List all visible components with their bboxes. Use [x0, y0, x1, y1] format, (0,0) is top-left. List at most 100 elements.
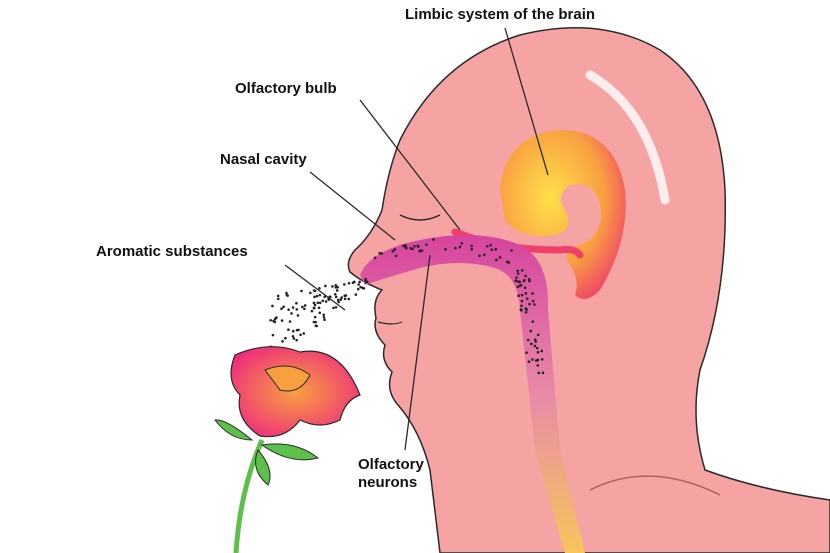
rose-leaf [260, 443, 320, 461]
particle [364, 280, 368, 284]
particle [516, 272, 520, 275]
particle [337, 300, 340, 304]
particle [356, 287, 360, 291]
particle [276, 297, 280, 301]
label-olfactory-bulb: Olfactory bulb [235, 80, 337, 97]
particle [533, 338, 537, 341]
particle [520, 304, 523, 308]
limbic-system [500, 130, 626, 299]
particle [510, 249, 513, 252]
particle [527, 360, 531, 364]
particle [324, 284, 327, 288]
particle [322, 313, 326, 317]
particle [517, 294, 520, 298]
particle [529, 329, 533, 333]
particle [271, 333, 275, 337]
particle [519, 283, 523, 287]
particle [295, 338, 298, 342]
particle [303, 307, 306, 311]
particle [522, 279, 526, 283]
particle [331, 285, 334, 288]
particle [295, 301, 298, 305]
particle [336, 298, 340, 302]
particle [413, 245, 416, 248]
particle [343, 283, 346, 286]
particle [351, 281, 355, 285]
particle [361, 286, 364, 290]
particle [313, 315, 317, 319]
particle [527, 277, 531, 281]
particle [334, 283, 338, 287]
particle [324, 300, 328, 303]
particle [498, 256, 502, 259]
particle [490, 248, 494, 252]
particle [391, 249, 395, 253]
particle [520, 293, 524, 297]
particle [416, 244, 420, 248]
particle [313, 303, 317, 307]
particle [531, 320, 535, 323]
particle [335, 289, 339, 292]
particle [520, 299, 524, 303]
label-limbic-system: Limbic system of the brain [405, 6, 596, 23]
particle [536, 350, 540, 354]
particle [411, 247, 414, 251]
particle [373, 256, 377, 260]
particle [478, 254, 481, 258]
particle [336, 285, 339, 289]
particle [531, 299, 535, 303]
particle [357, 283, 360, 286]
particle [393, 248, 397, 251]
particle [281, 340, 284, 343]
label-nasal-cavity: Nasal cavity [220, 151, 307, 168]
particle [271, 304, 274, 308]
particle [536, 364, 540, 367]
particle [334, 305, 338, 309]
particle [525, 351, 528, 354]
particle [313, 295, 316, 299]
particle [317, 306, 321, 310]
particle [519, 308, 523, 311]
particle [540, 357, 544, 361]
rose-leaf [255, 449, 271, 486]
particle [318, 293, 322, 297]
particle [273, 317, 277, 321]
particle [505, 260, 509, 264]
particle [343, 294, 347, 298]
particle [528, 279, 531, 283]
scent-particles [269, 238, 545, 375]
particle [300, 289, 303, 293]
particle [494, 247, 498, 251]
particle [354, 293, 358, 296]
particle [322, 315, 326, 319]
particle [312, 306, 316, 310]
label-neurons-line1: Olfactory [358, 456, 424, 473]
particle [444, 247, 447, 251]
particle [318, 311, 322, 315]
particle [533, 303, 536, 306]
label-olfactory-neurons: Olfactory neurons [358, 456, 424, 492]
particle [536, 333, 540, 337]
particle [318, 301, 322, 305]
particle [525, 308, 528, 311]
particle [287, 328, 290, 332]
label-neurons-line2: neurons [358, 474, 418, 491]
particle [531, 358, 534, 361]
particle [303, 304, 307, 307]
rose-petal [264, 365, 311, 392]
particle [291, 329, 295, 333]
ear-line [589, 475, 721, 496]
particle [516, 285, 520, 289]
particle [347, 297, 351, 301]
particle [460, 241, 464, 245]
particle [323, 318, 326, 322]
particle [536, 358, 540, 362]
particle [524, 274, 527, 278]
particle [486, 244, 489, 248]
particle [292, 337, 296, 340]
particle [315, 324, 318, 328]
particle [454, 246, 457, 250]
particle [333, 293, 337, 296]
